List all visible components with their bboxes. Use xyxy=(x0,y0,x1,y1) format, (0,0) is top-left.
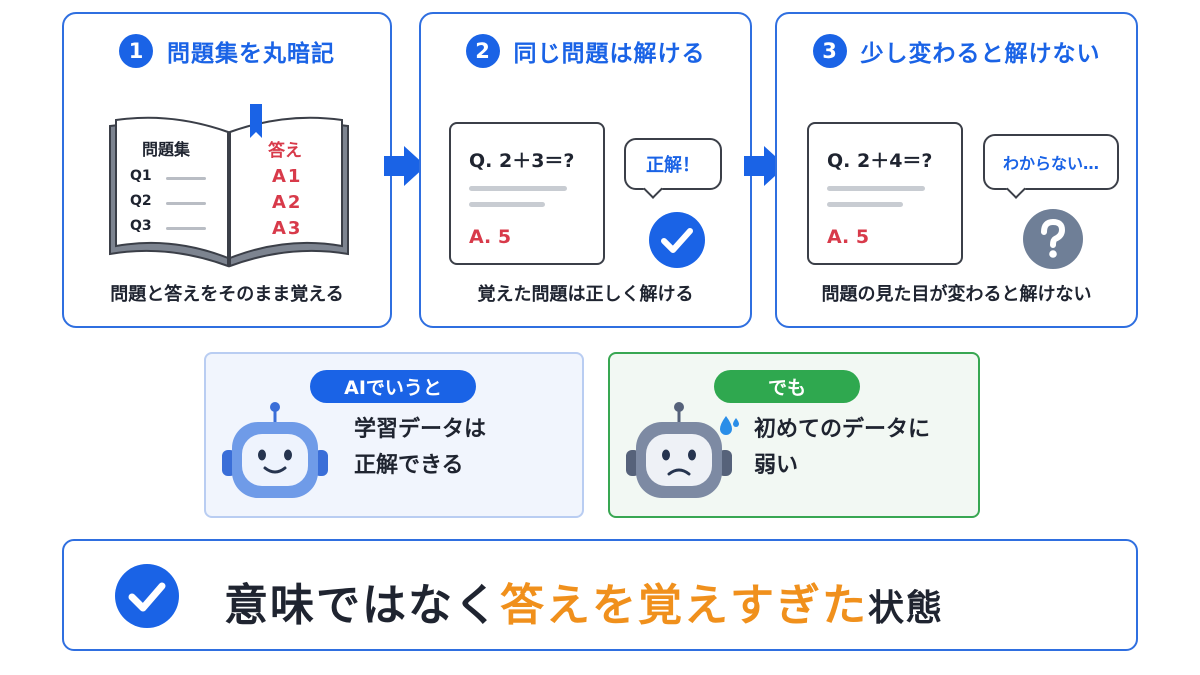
quiz-text-line xyxy=(827,202,903,207)
bubble-text: 正解！ xyxy=(646,155,700,176)
step-panel-1: 1 問題集を丸暗記 問題集 Q1 Q2 Q3 答え A1 A2 A3 問題と答え… xyxy=(62,12,392,328)
book-question-line xyxy=(166,202,206,205)
check-circle-icon xyxy=(114,563,180,629)
bubble-text: わからない… xyxy=(1002,154,1099,173)
confused-speech-bubble: わからない… xyxy=(983,134,1119,199)
bubble-tail xyxy=(643,179,663,199)
conclusion-part-2: 状態 xyxy=(868,588,945,629)
conclusion-highlight: 答えを覚えすぎた xyxy=(500,580,868,631)
quiz-question: Q. 2＋3＝? xyxy=(469,150,575,172)
book-left-title: 問題集 xyxy=(142,140,191,159)
quiz-text-line xyxy=(827,186,925,191)
book-answer-2: A2 xyxy=(272,192,303,213)
step-panel-3: 3 少し変わると解けない Q. 2＋4＝? A. 5 わからない… 問題の見た目… xyxy=(775,12,1138,328)
step-header: 2 同じ問題は解ける xyxy=(421,34,750,68)
but-box: でも 初めてのデータに 弱い xyxy=(608,352,980,518)
conclusion-box: 意味ではなく答えを覚えすぎた状態 xyxy=(62,539,1138,651)
step-header: 3 少し変わると解けない xyxy=(777,34,1136,68)
conclusion-text: 意味ではなく答えを覚えすぎた状態 xyxy=(224,569,944,633)
step-title: 少し変わると解けない xyxy=(860,41,1101,67)
step-number: 2 xyxy=(465,34,500,68)
bubble-tail xyxy=(1006,179,1026,199)
ai-analogy-line-2: 正解できる xyxy=(354,453,464,478)
correct-speech-bubble: 正解！ xyxy=(624,138,722,199)
question-circle-icon xyxy=(1022,208,1084,270)
arrow-right-icon xyxy=(382,144,428,188)
but-line-1: 初めてのデータに xyxy=(754,417,931,442)
step-title: 同じ問題は解ける xyxy=(513,41,706,67)
step-title: 問題集を丸暗記 xyxy=(167,41,335,67)
book-question-line xyxy=(166,227,206,230)
step-number: 1 xyxy=(119,34,153,68)
check-circle-icon xyxy=(648,211,706,269)
step-caption: 問題の見た目が変わると解けない xyxy=(821,284,1092,305)
ai-analogy-text: 学習データは 正解できる xyxy=(354,412,486,484)
robot-sad-icon xyxy=(624,402,734,502)
robot-happy-icon xyxy=(220,402,330,502)
step-header: 1 問題集を丸暗記 xyxy=(64,34,390,68)
quiz-text-line xyxy=(469,202,545,207)
ai-analogy-box: AIでいうと 学習データは 正解できる xyxy=(204,352,584,518)
conclusion-part-1: 意味ではなく xyxy=(224,580,500,631)
quiz-answer: A. 5 xyxy=(827,226,870,248)
ai-analogy-pill: AIでいうと xyxy=(310,370,476,403)
book-answer-3: A3 xyxy=(272,218,303,239)
step-caption: 問題と答えをそのまま覚える xyxy=(110,284,344,305)
but-pill: でも xyxy=(714,370,860,403)
book-question-2: Q2 xyxy=(130,193,152,209)
quiz-answer: A. 5 xyxy=(469,226,512,248)
ai-analogy-line-1: 学習データは xyxy=(354,417,487,442)
book-question-3: Q3 xyxy=(130,218,152,234)
quiz-text-line xyxy=(469,186,567,191)
but-text: 初めてのデータに 弱い xyxy=(754,412,930,484)
quiz-question: Q. 2＋4＝? xyxy=(827,150,933,172)
quiz-card: Q. 2＋3＝? A. 5 xyxy=(449,122,605,265)
quiz-card: Q. 2＋4＝? A. 5 xyxy=(807,122,963,265)
book-right-title: 答え xyxy=(268,141,302,161)
but-line-2: 弱い xyxy=(754,453,799,478)
book-answer-1: A1 xyxy=(272,166,303,187)
step-panel-2: 2 同じ問題は解ける Q. 2＋3＝? A. 5 正解！ 覚えた問題は正しく解け… xyxy=(419,12,752,328)
arrow-right-icon xyxy=(742,144,788,188)
sweat-drop-icon xyxy=(718,414,740,440)
book-question-line xyxy=(166,177,206,180)
step-number: 3 xyxy=(812,34,847,68)
book-question-1: Q1 xyxy=(130,168,152,184)
book-icon: 問題集 Q1 Q2 Q3 答え A1 A2 A3 xyxy=(104,94,354,274)
step-caption: 覚えた問題は正しく解ける xyxy=(477,284,694,305)
